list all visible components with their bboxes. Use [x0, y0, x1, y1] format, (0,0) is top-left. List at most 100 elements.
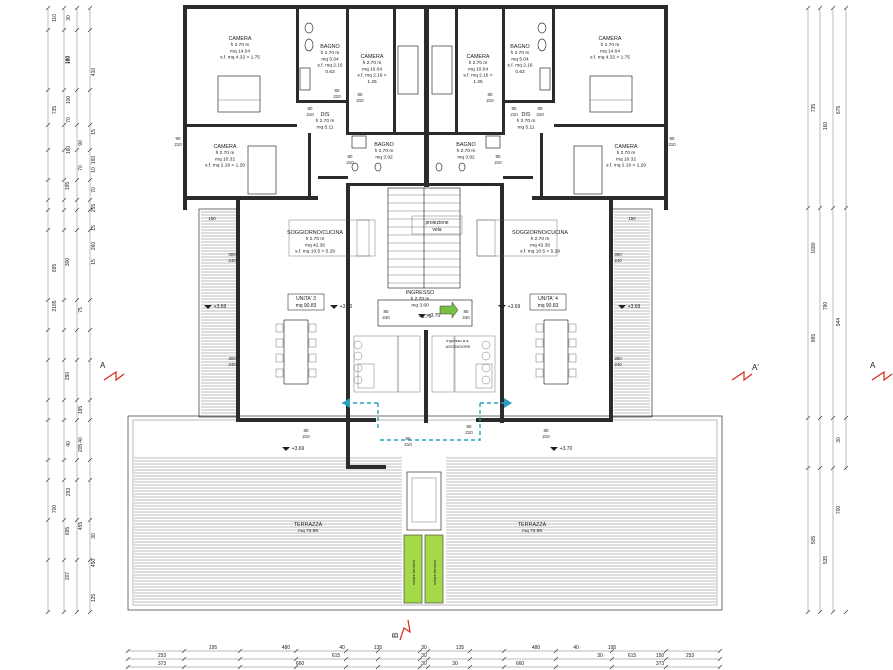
- room-bagno-ne-line-3: s.f. mq 2.16: [507, 63, 532, 69]
- dim-left-inner-10: 255: [91, 204, 97, 213]
- bed-ne: [589, 75, 633, 113]
- section-markers: A A' A B: [100, 361, 893, 641]
- room-bagno-cw-line-1: h 2.70 m: [375, 148, 394, 154]
- dim-bottom-1-6: 480: [532, 645, 541, 651]
- dim-left-inner-1: 180: [66, 56, 72, 65]
- burner-1: [353, 351, 363, 361]
- dim-bottom-2-6: 253: [686, 653, 695, 659]
- door-tag-11: 210: [536, 112, 544, 117]
- dim-left-inner-5: 15: [91, 129, 97, 135]
- level-5: +3.69: [292, 446, 305, 452]
- dim-left-inner-3: 100: [66, 96, 72, 105]
- door-tag-19: 210: [465, 430, 473, 435]
- dim-right-4: 944: [836, 318, 842, 327]
- door-tag-5: 210: [356, 98, 364, 103]
- dim-bottom-3-4: 660: [516, 661, 525, 667]
- window-tag-5: 110: [481, 182, 489, 187]
- balcony-east: [611, 208, 653, 418]
- window-tag-12: 300: [614, 356, 622, 361]
- solar-panel-left: solare termico: [403, 534, 423, 604]
- dim-bottom-1-2: 40: [339, 645, 345, 651]
- room-bagno-nw-line-1: h 2.70 m: [321, 50, 340, 56]
- chair-w-r-3: [308, 368, 317, 378]
- dim-left-inner-16: 30: [91, 533, 97, 539]
- dim-left-outer-11: 195: [78, 406, 84, 415]
- door-tag-8: 80: [512, 106, 517, 111]
- unit-tag-4: UNITA' 4 mq 90.83: [529, 293, 567, 311]
- dim-right-9: 505: [811, 536, 817, 545]
- unit-tag-3: UNITA' 3 mq 90.83: [287, 293, 325, 311]
- room-bagno-nw-line-0: BAGNO: [320, 44, 339, 50]
- room-bagno-nw-line-4: 0.63: [325, 69, 335, 75]
- dim-left-outer-12: 40: [78, 437, 84, 443]
- room-camera-w-line-1: h 2.70 m: [216, 150, 235, 156]
- room-camera-e-line-2: mq 10.32: [616, 156, 636, 162]
- unit-3-area: mq 90.83: [296, 303, 317, 309]
- window-tag-19: 210: [542, 434, 550, 439]
- dim-bottom-1-1: 480: [282, 645, 291, 651]
- door-tag-0: 80: [308, 106, 313, 111]
- dim-left-outer-8: 695: [52, 264, 58, 273]
- dim-left-outer-17: 207: [65, 572, 71, 581]
- room-dis-w-line-0: DIS: [321, 112, 330, 118]
- dim-right-10: 535: [823, 556, 829, 565]
- level-0: +3.69: [214, 304, 227, 310]
- room-bagno-nw-line-3: s.f. mq 2.16: [317, 63, 342, 69]
- room-bagno-ne-line-4: 0.63: [515, 69, 525, 75]
- room-camera-nw-line-3: s.f. mq 4.32 > 1.75: [220, 55, 260, 61]
- chair-e-r-1: [568, 338, 577, 348]
- dim-left-outer-4: 70: [78, 165, 84, 171]
- window-tag-1: 210: [174, 142, 182, 147]
- room-bagno-ne-line-1: h 2.70 m: [511, 50, 530, 56]
- unit-4-label: UNITA' 4: [538, 296, 558, 302]
- room-dis-e-line-0: DIS: [522, 112, 531, 118]
- window-tag-4: 110: [365, 182, 373, 187]
- room-soggiorno-e-line-3: s.f. mq 10.5 > 5.29: [520, 249, 560, 255]
- level-symbol-2: [418, 314, 426, 318]
- room-soggiorno-w-line-2: mq 42.36: [305, 242, 325, 248]
- dim-left-outer-9: 75: [78, 307, 84, 313]
- dim-bottom-1-4: 30: [421, 645, 427, 651]
- dim-right-7: 30: [836, 437, 842, 443]
- door-tag-3: 210: [333, 94, 341, 99]
- dim-left-outer-14: 700: [52, 505, 58, 514]
- window-tag-16: 80: [304, 428, 309, 433]
- room-terrazza-e-line-0: TERRAZZA: [518, 522, 547, 528]
- dim-left-inner-0: 30: [66, 15, 72, 21]
- bathroom-fixtures: [299, 22, 551, 172]
- room-camera-e-line-1: h 2.70 m: [617, 150, 636, 156]
- door-tag-14: 80: [496, 154, 501, 159]
- window-tag-9: 240: [228, 362, 236, 367]
- dining-table-west: [275, 319, 317, 385]
- kitchen-fixtures: [288, 219, 558, 393]
- room-camera-nm2-line-2: mq 10.04: [468, 66, 488, 72]
- dim-left-inner-12: 260: [91, 242, 97, 251]
- projection-note: proiezione: [425, 220, 448, 226]
- elevator-note-2: ASCENSORE: [445, 344, 470, 349]
- room-camera-nm2-line-4: 1.25: [473, 79, 483, 85]
- room-camera-nm1-line-2: mq 10.04: [362, 66, 382, 72]
- room-camera-nm2-line-0: CAMERA: [466, 54, 489, 60]
- door-tag-13: 210: [346, 160, 354, 165]
- dim-left-inner-4: 70: [66, 117, 72, 123]
- room-camera-ne-line-0: CAMERA: [598, 36, 621, 42]
- chair-w-r-2: [308, 353, 317, 363]
- room-camera-w-line-0: CAMERA: [213, 144, 236, 150]
- dim-right-8: 700: [836, 506, 842, 515]
- room-camera-nm2-line-1: h 2.70 m: [469, 60, 488, 66]
- balcony-west: [198, 208, 240, 418]
- section-b-label: B: [391, 633, 400, 638]
- room-bagno-cw-line-0: BAGNO: [374, 142, 393, 148]
- dim-right-2: 160: [823, 122, 829, 131]
- dim-bottom-1-8: 195: [608, 645, 617, 651]
- room-camera-nm1-line-3: s.f. mq 2.16 >: [357, 73, 386, 79]
- door-tag-10: 80: [538, 106, 543, 111]
- dim-left-outer-10: 290: [65, 372, 71, 381]
- dim-left-outer-0: 110: [52, 14, 58, 22]
- dim-left-inner-13: 15: [91, 259, 97, 265]
- chair-e-r-2: [568, 353, 577, 363]
